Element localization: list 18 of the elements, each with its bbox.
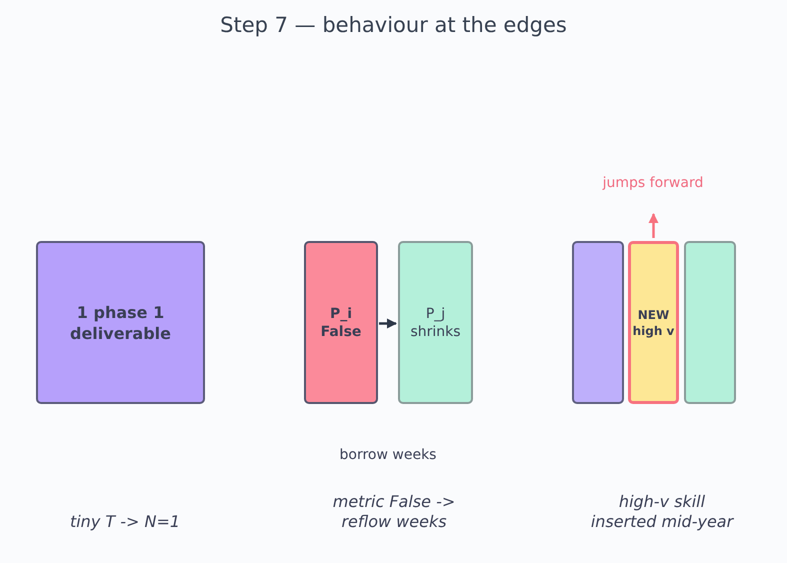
caption-text: tiny T -> N=1 [68,512,182,532]
process-box [398,241,473,404]
arrow [379,318,397,328]
empty-box [684,241,736,404]
empty-box [572,241,624,404]
box-label: 1 phase 1 deliverable [68,302,172,344]
process-box [304,241,378,404]
box-label: P_j shrinks [409,304,462,340]
box-label: P_i False [320,304,362,340]
arrow [648,213,658,238]
process-box [36,241,205,404]
diagram-title: Step 7 — behaviour at the edges [220,12,567,39]
caption-text: metric False -> reflow weeks [332,492,456,532]
caption-text: high-v skill inserted mid-year [590,492,735,532]
annotation-text: jumps forward [601,174,704,193]
process-box [628,241,679,404]
box-label: NEW high v [632,306,676,338]
annotation-text: borrow weeks [338,446,438,465]
